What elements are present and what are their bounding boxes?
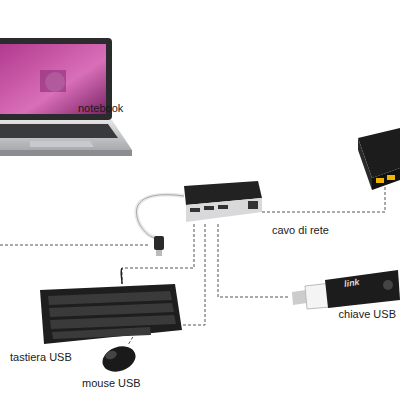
- device-label: mouse USB: [82, 377, 141, 390]
- keyboard-picture: [40, 268, 182, 344]
- brand-logo: link: [343, 277, 360, 290]
- mouse-picture: [99, 342, 139, 376]
- router-picture: [358, 128, 400, 190]
- wire: [262, 186, 385, 212]
- notebook-picture: [0, 38, 132, 156]
- usb-key-picture: [292, 270, 400, 309]
- wire: [0, 245, 150, 246]
- usb-hub-picture: [136, 181, 262, 256]
- device-label: chiave USB: [339, 308, 396, 321]
- device-label: notebook: [78, 102, 123, 115]
- device-label: tastiera USB: [10, 351, 72, 364]
- cable-label: cavo di rete: [270, 224, 331, 237]
- wire: [122, 224, 194, 283]
